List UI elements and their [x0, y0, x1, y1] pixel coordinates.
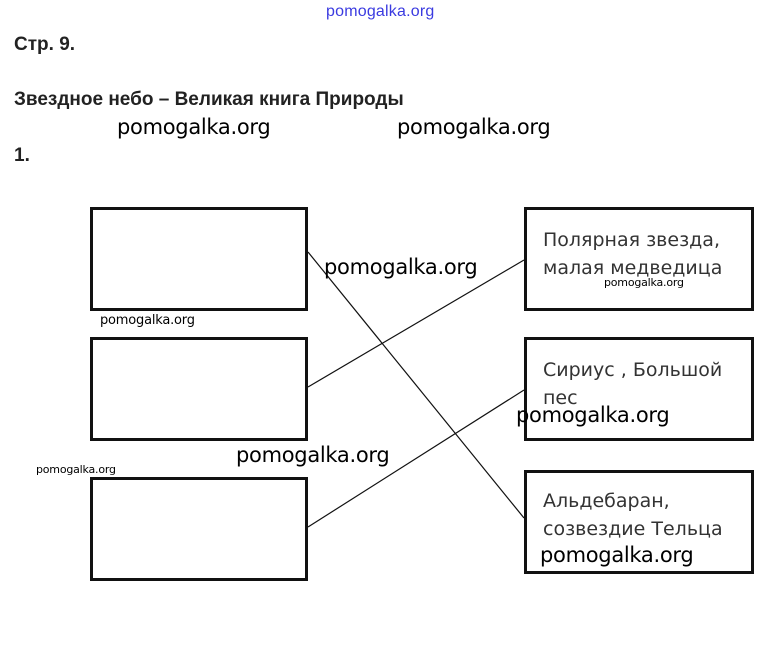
answer-line: Альдебаран, — [543, 490, 670, 512]
answer-line: малая медведица — [543, 257, 723, 279]
answer-box-2: Сириус , Большой пес — [524, 337, 754, 441]
connector-line-1 — [307, 251, 525, 519]
blank-box-2 — [90, 337, 308, 441]
watermark: pomogalka.org — [397, 115, 551, 139]
watermark: pomogalka.org — [324, 255, 478, 279]
blank-box-3 — [90, 477, 308, 581]
answer-box-1: Полярная звезда, малая медведица — [524, 207, 754, 311]
answer-text-2: Сириус , Большой пес — [543, 356, 722, 412]
header-site-link[interactable]: pomogalka.org — [326, 3, 435, 20]
answer-box-3: Альдебаран, созвездие Тельца — [524, 470, 754, 574]
answer-line: созвездие Тельца — [543, 518, 723, 540]
blank-box-1 — [90, 207, 308, 311]
task-number: 1. — [14, 145, 30, 166]
watermark: pomogalka.org — [100, 313, 195, 328]
connector-line-2 — [307, 259, 525, 388]
watermark: pomogalka.org — [36, 463, 116, 476]
section-title: Звездное небо – Великая книга Природы — [14, 89, 404, 110]
watermark: pomogalka.org — [604, 276, 684, 289]
answer-line: пес — [543, 387, 578, 409]
watermark: pomogalka.org — [117, 115, 271, 139]
watermark: pomogalka.org — [540, 543, 694, 567]
page-number: Стр. 9. — [14, 34, 76, 55]
watermark: pomogalka.org — [236, 443, 390, 467]
answer-line: Полярная звезда, — [543, 229, 720, 251]
answer-line: Сириус , Большой — [543, 359, 723, 381]
answer-text-3: Альдебаран, созвездие Тельца — [543, 487, 723, 543]
answer-text-1: Полярная звезда, малая медведица — [543, 226, 722, 282]
watermark: pomogalka.org — [516, 403, 670, 427]
